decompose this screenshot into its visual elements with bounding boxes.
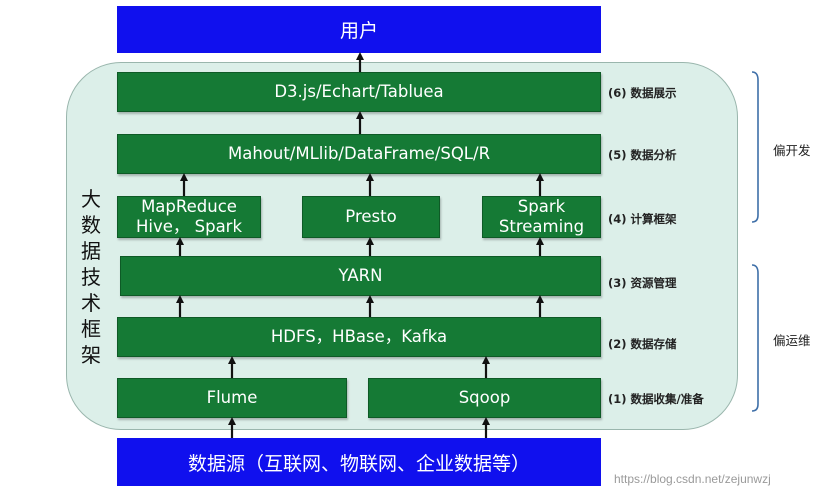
layer-label-2: (2) 数据存储 [608, 337, 677, 351]
framework-title-char: 框 [81, 317, 101, 341]
framework-frame [66, 62, 738, 430]
framework-title-char: 据 [81, 239, 101, 263]
data-source-box: 数据源（互联网、物联网、企业数据等） [117, 438, 601, 486]
layer-label-1: (1) 数据收集/准备 [608, 392, 704, 406]
data-source-label: 数据源（互联网、物联网、企业数据等） [187, 452, 530, 475]
framework-title-char: 架 [81, 343, 101, 367]
flume-label: Flume [206, 388, 258, 408]
framework-title-char: 术 [81, 291, 101, 315]
streaming-label: Streaming [498, 217, 585, 236]
users-box: 用户 [117, 6, 601, 53]
yarn-box: YARN [120, 256, 601, 296]
hdfs-box: HDFS，HBase，Kafka [117, 317, 601, 357]
spark-label: Spark [517, 197, 566, 217]
layer-label-5: (5) 数据分析 [608, 148, 677, 162]
mahout-box: Mahout/MLlib/DataFrame/SQL/R [117, 134, 601, 174]
framework-title-char: 数 [81, 213, 101, 237]
users-label: 用户 [339, 20, 378, 42]
framework-title: 大 数 据 技 术 框 架 [78, 186, 104, 368]
sqoop-label: Sqoop [458, 388, 511, 408]
layer-label-3: (3) 资源管理 [608, 276, 677, 290]
hive-spark-label: Hive， Spark [135, 217, 243, 236]
dev-side-label: 偏开发 [773, 143, 811, 158]
layer-label-4: (4) 计算框架 [608, 212, 677, 226]
d3-echart-label: D3.js/Echart/Tabluea [274, 82, 444, 102]
mapreduce-box: MapReduce Hive， Spark [117, 196, 261, 238]
yarn-label: YARN [338, 266, 383, 286]
presto-box: Presto [302, 196, 440, 238]
flume-box: Flume [117, 378, 347, 418]
mahout-label: Mahout/MLlib/DataFrame/SQL/R [227, 144, 491, 164]
mapreduce-label: MapReduce [141, 197, 237, 217]
layer-label-6: (6) 数据展示 [608, 86, 677, 100]
framework-title-char: 技 [81, 265, 101, 289]
spark-streaming-box: Spark Streaming [482, 196, 601, 238]
hdfs-label: HDFS，HBase，Kafka [270, 327, 448, 347]
presto-label: Presto [345, 207, 397, 227]
dev-bracket [751, 71, 759, 223]
sqoop-box: Sqoop [368, 378, 601, 418]
ops-side-label: 偏运维 [773, 333, 811, 348]
framework-title-char: 大 [81, 187, 101, 211]
watermark-text: https://blog.csdn.net/zejunwzj [614, 472, 771, 486]
ops-bracket [751, 264, 759, 412]
